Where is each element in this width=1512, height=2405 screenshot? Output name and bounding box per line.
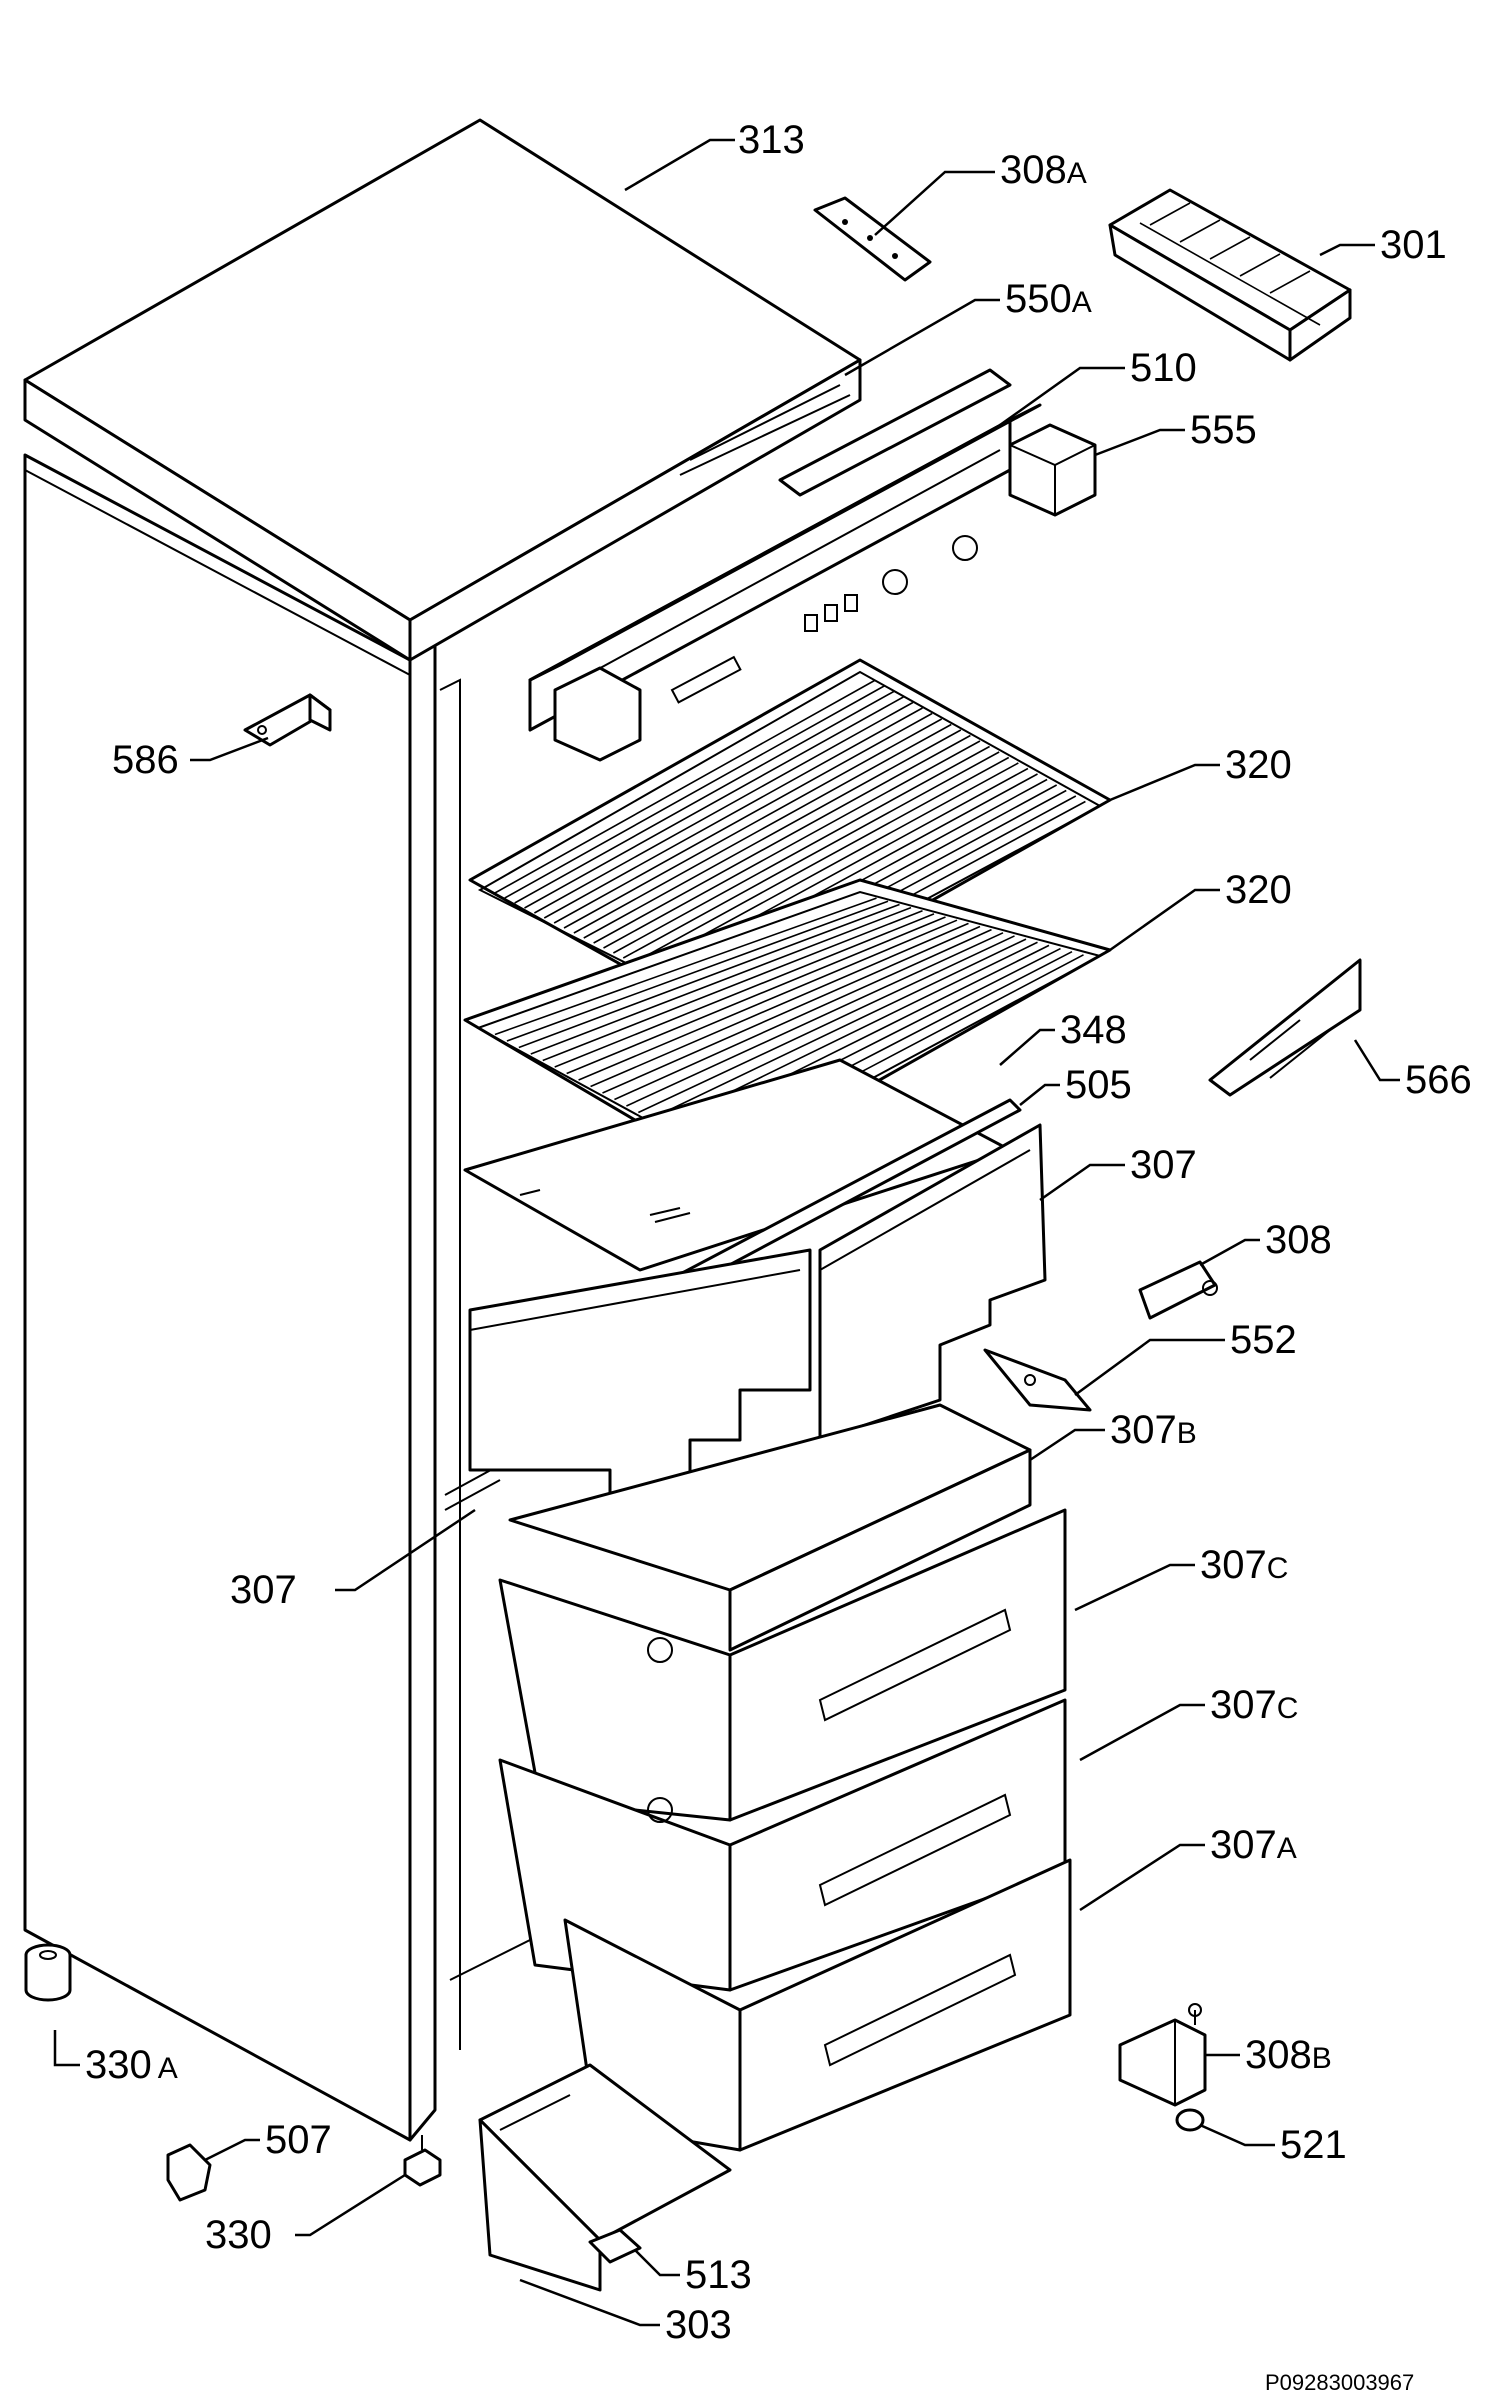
hinge-308b	[1118, 2003, 1207, 2107]
shelf-wire	[533, 701, 914, 914]
hinge-308	[1138, 1260, 1218, 1320]
lamp-cover-550a	[778, 368, 1012, 497]
callout-313: 313	[738, 118, 805, 162]
shelf-wire	[622, 751, 1000, 959]
shelf-wire	[590, 922, 969, 1088]
shelf-wire	[614, 928, 992, 1101]
callout-307-right: 307	[1130, 1143, 1197, 1187]
shelf-wire	[543, 707, 923, 919]
wire-shelf-320-lower	[463, 878, 1112, 1172]
crisper-drawer-307-left	[468, 1248, 812, 1532]
shelf-wire	[506, 900, 889, 1042]
shelf-wire	[583, 729, 962, 939]
shelf-wire	[554, 913, 935, 1068]
callout-521: 521	[1280, 2123, 1347, 2167]
shelf-wire	[593, 734, 971, 944]
callout-348: 348	[1060, 1008, 1127, 1052]
kick-plate-303	[478, 2063, 732, 2292]
callout-308a: 308A	[1000, 148, 1087, 192]
shelf-wire	[524, 696, 904, 909]
callout-307a: 307A	[1210, 1823, 1297, 1867]
freezer-drawer-307c-upper	[498, 1508, 1067, 1822]
callout-550a: 550A	[1005, 277, 1092, 321]
shelf-wire	[632, 756, 1010, 964]
ice-cube-tray-301	[1108, 188, 1352, 362]
drawer-rail-552	[983, 1348, 1092, 1412]
callout-307c-lower: 307C	[1210, 1683, 1298, 1727]
foot-330a	[24, 1943, 72, 2002]
callout-505: 505	[1065, 1063, 1132, 1107]
shelf-wire	[518, 903, 900, 1049]
callout-307b: 307B	[1110, 1408, 1197, 1452]
callout-308b: 308B	[1245, 2033, 1332, 2077]
clip-513	[588, 2228, 642, 2264]
drawer-cover-307b	[508, 1403, 1032, 1652]
callout-586: 586	[112, 738, 179, 782]
callout-513: 513	[685, 2253, 752, 2297]
callout-320-lower: 320	[1225, 868, 1292, 912]
shelf-wire	[649, 938, 1027, 1120]
hinge-plate-308a	[813, 196, 932, 282]
shelf-wire	[494, 897, 877, 1036]
document-code: P09283003967	[1265, 2370, 1414, 2395]
shelf-wire	[612, 745, 990, 954]
adjustable-foot-330	[403, 2135, 442, 2187]
shelf-wire	[602, 925, 981, 1094]
shelf-wire	[563, 718, 943, 929]
callout-303: 303	[665, 2303, 732, 2347]
shelf-wire	[504, 685, 885, 899]
callout-330: 330	[205, 2213, 272, 2257]
callout-552: 552	[1230, 1318, 1297, 1362]
shelf-wire	[553, 712, 933, 924]
shelf-holder-566	[1208, 958, 1362, 1097]
clip-507	[166, 2143, 212, 2202]
callout-labels: 313 308A 301 550A 510 555 586 320 320 34…	[85, 118, 1472, 2347]
shelf-wire	[626, 932, 1004, 1107]
shelf-wire	[494, 679, 875, 894]
shelf-wire	[573, 723, 952, 934]
callout-308: 308	[1265, 1218, 1332, 1262]
freezer-drawer-307c-lower	[498, 1698, 1067, 1992]
callout-307-left: 307	[230, 1568, 297, 1612]
top-cover-313	[23, 118, 862, 662]
callout-307c-upper: 307C	[1200, 1543, 1288, 1587]
shelf-wire	[578, 919, 958, 1081]
shelf-wire	[530, 906, 912, 1055]
callout-320-upper: 320	[1225, 743, 1292, 787]
shelf-wire	[542, 910, 923, 1062]
shelf-wire	[603, 740, 981, 949]
hinge-cap-521	[1175, 2108, 1205, 2132]
callout-301: 301	[1380, 223, 1447, 267]
shelf-wire	[514, 690, 895, 904]
shelf-wire	[638, 935, 1015, 1114]
callout-566: 566	[1405, 1058, 1472, 1102]
lamp-cover-555	[553, 423, 1097, 762]
control-panel-510	[528, 403, 1042, 732]
callout-555: 555	[1190, 408, 1257, 452]
callout-507: 507	[265, 2118, 332, 2162]
leader-lines	[53, 138, 1400, 2327]
callout-510: 510	[1130, 346, 1197, 390]
shelf-wire	[566, 916, 946, 1075]
